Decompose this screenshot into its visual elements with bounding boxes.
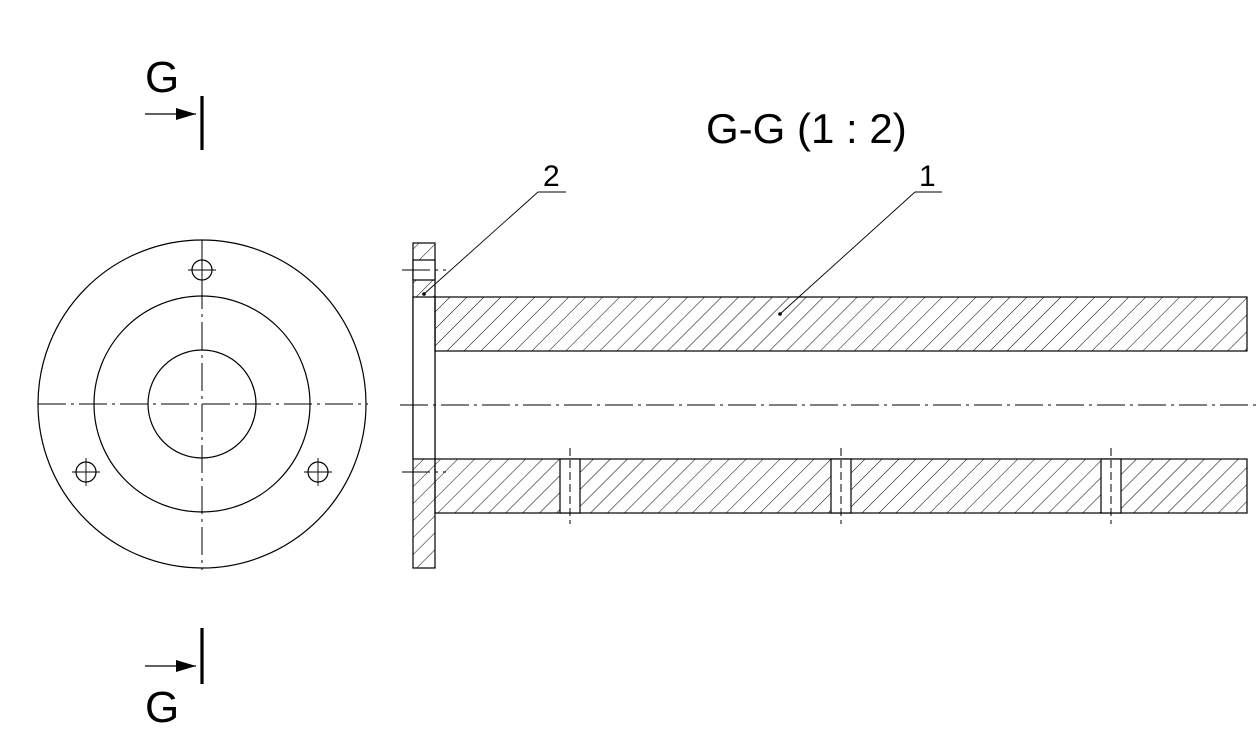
radial-hole-3 [1100,448,1122,524]
section-view: G-G (1 : 2) 2 [400,105,1256,569]
callout-part-1: 1 [778,160,942,316]
section-cut-marker-bottom: G [145,628,204,732]
cut-letter-bottom: G [145,683,179,732]
bolt-hole-left [72,458,100,486]
cut-letter-top: G [145,53,179,102]
radial-hole-1 [559,448,581,524]
bolt-hole-top [188,256,216,284]
bolt-hole-right [304,458,332,486]
pipe-upper-wall [434,296,1248,352]
callout-part-2: 2 [422,160,566,296]
cut-arrow-head-top [176,108,196,120]
section-cut-marker-top: G [145,53,204,150]
flange-bore [412,296,436,460]
callout-label-2: 2 [543,160,560,193]
radial-hole-2 [830,448,852,524]
end-view [37,239,368,570]
section-title: G-G (1 : 2) [706,105,907,152]
callout-label-1: 1 [919,160,936,193]
cut-arrow-head-bottom [176,660,196,672]
